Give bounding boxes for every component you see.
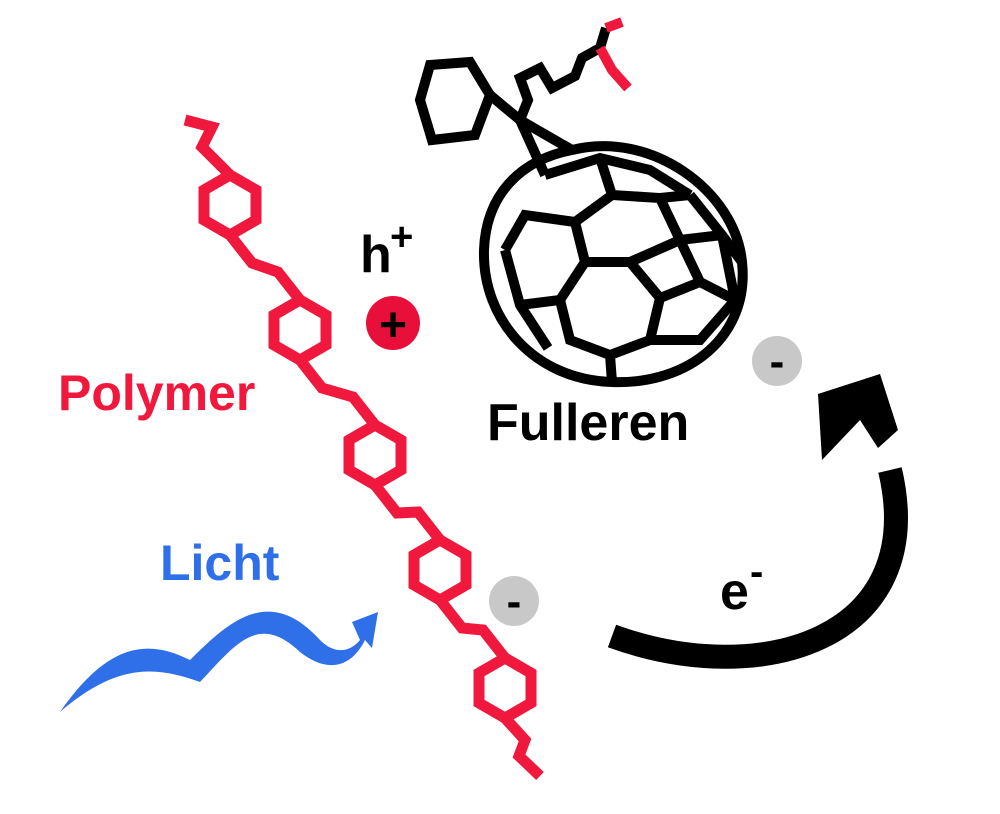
fullerene-cage-outline <box>478 141 748 388</box>
minus-sign: - <box>507 577 522 626</box>
phenyl-bond <box>486 91 524 124</box>
polymer-label: Polymer <box>58 365 255 421</box>
hole-symbol: h <box>360 226 392 284</box>
light-wave-icon <box>60 611 378 712</box>
polymer-ring <box>473 651 537 725</box>
electron-symbol: e <box>720 563 749 621</box>
fullerene-attachment-bond <box>515 115 575 178</box>
polymer-linker <box>225 231 305 304</box>
electron-superscript: - <box>750 550 763 594</box>
polymer-ring <box>343 418 407 492</box>
polymer-chain-icon <box>183 114 544 780</box>
fullerene-cage-faces <box>500 152 747 383</box>
minus-sign: - <box>770 337 785 386</box>
polymer-ring <box>408 533 472 607</box>
polymer-linker <box>295 356 380 429</box>
fullerene-phenyl-ring <box>414 56 496 146</box>
polymer-end-group <box>183 114 234 179</box>
hole-charge: + <box>366 296 420 352</box>
electron-charge-polymer: - <box>489 576 539 626</box>
fullerene-side-chain <box>513 26 611 122</box>
light-label: Licht <box>160 535 280 591</box>
hole-label: h + <box>360 215 413 284</box>
polymer-linker <box>370 481 445 544</box>
electron-charge-fullerene: - <box>752 336 802 386</box>
hole-superscript: + <box>390 215 413 259</box>
polymer-end-group <box>500 714 544 780</box>
fullerene-label: Fulleren <box>487 394 689 452</box>
polymer-linker <box>435 596 510 662</box>
fullerene-c60-icon <box>414 17 748 388</box>
electron-transfer-arrow-icon <box>607 374 908 669</box>
polymer-ring <box>198 168 262 242</box>
electron-label: e - <box>720 550 763 621</box>
plus-sign: + <box>379 299 407 352</box>
polymer-ring <box>268 293 332 367</box>
fullerene-ester-group <box>595 17 632 92</box>
